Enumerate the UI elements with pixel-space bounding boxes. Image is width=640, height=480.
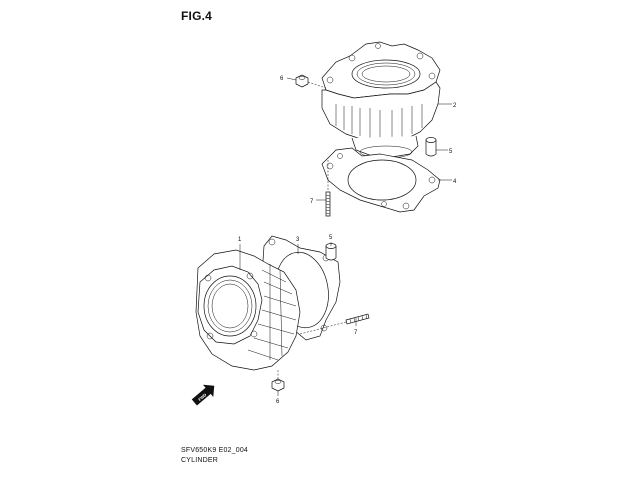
dowel-pin-top-drawing [425,137,437,157]
front-arrow-label: FWD [197,392,207,402]
callout-4: 4 [453,179,457,185]
callout-5-top: 5 [449,149,453,155]
callout-7-top: 7 [310,199,314,205]
diagram-caption: CYLINDER [181,457,218,464]
front-arrow-icon: FWD [191,384,215,406]
callout-3: 3 [296,237,300,243]
diagram-code: SFV650K9 E02_004 [181,447,249,454]
front-cylinder-drawing [195,249,301,371]
stud-bolt-top-drawing [325,160,331,217]
gasket-top-drawing [321,147,441,213]
callout-7-bottom: 7 [354,330,358,336]
nut-top-drawing [295,74,327,89]
callout-6-top: 6 [280,76,284,82]
callout-1: 1 [238,237,242,243]
callout-5-bottom: 5 [329,235,333,241]
rear-cylinder-drawing [321,41,441,159]
figure-title: FIG.4 [181,9,213,23]
callout-6-bottom: 6 [276,399,280,405]
nut-bottom-drawing [271,370,285,392]
leader-lines [239,77,452,396]
callout-2: 2 [453,103,457,109]
stud-bolt-bottom-drawing [299,313,370,335]
